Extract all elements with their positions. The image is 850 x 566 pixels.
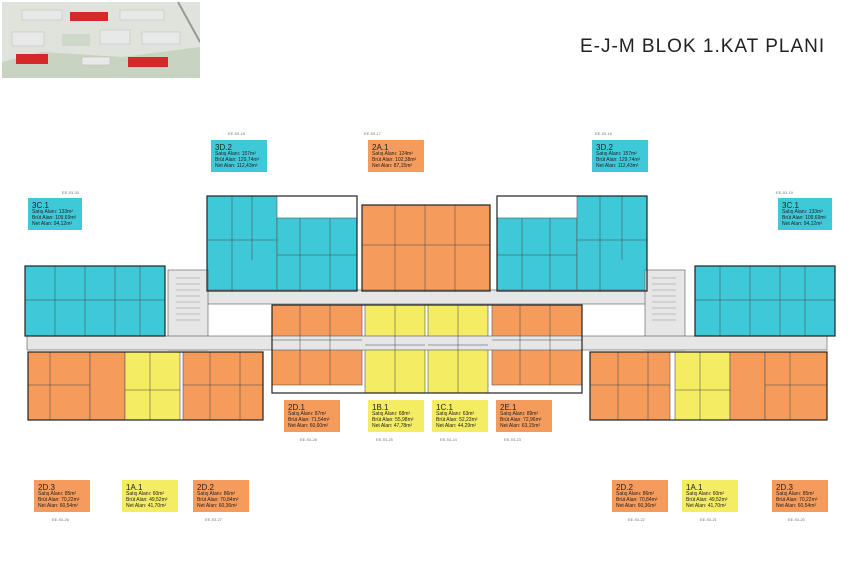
unit-label-3d2-left: 3D.2 Satış Alanı: 157m² Brüt Alan: 129,7…	[211, 140, 267, 172]
unit-sales-area: Satış Alanı: 86m²	[197, 491, 236, 498]
unit-label-2d2-right: 2D.2 Satış Alanı: 86m² Brüt Alan: 70,84m…	[612, 480, 668, 512]
unit-gross-area: Brüt Alan: 102,38m²	[372, 156, 417, 163]
unit-sales-area: Satış Alanı: 60m²	[126, 491, 165, 498]
unit-ref-tag: EE-93-26	[52, 517, 69, 522]
unit-code: 1A.1	[126, 483, 143, 492]
unit-sales-area: Satış Alanı: 63m²	[436, 411, 475, 418]
unit-net-area: Net Alan: 44,29m²	[436, 422, 477, 429]
unit-label-3d2-right: 3D.2 Satış Alanı: 157m² Brüt Alan: 129,7…	[592, 140, 648, 172]
unit-net-area: Net Alan: 112,43m²	[215, 162, 258, 169]
unit-code: 3C.1	[782, 201, 799, 210]
unit-net-area: Net Alan: 63,15m²	[500, 422, 541, 429]
unit-gross-area: Brüt Alan: 70,84m²	[197, 496, 239, 503]
unit-net-area: Net Alan: 41,70m²	[126, 502, 167, 509]
unit-ref-tag: EE-93-20	[788, 517, 805, 522]
unit-gross-area: Brüt Alan: 70,22m²	[776, 496, 818, 503]
unit-ref-tag: EE-93-27	[205, 517, 222, 522]
unit-sales-area: Satış Alanı: 89m²	[500, 411, 539, 418]
site-plan-thumbnail	[2, 2, 200, 78]
unit-sales-area: Satış Alanı: 133m²	[32, 209, 73, 216]
unit-gross-area: Brüt Alan: 55,98m²	[372, 416, 414, 423]
unit-ref-tag: EE-93-30	[62, 190, 79, 195]
unit-code: 2D.1	[288, 403, 305, 412]
unit-net-area: Net Alan: 41,70m²	[686, 502, 727, 509]
unit-net-area: Net Alan: 94,12m²	[782, 220, 823, 227]
unit-label-2e1: 2E.1 Satış Alanı: 89m² Brüt Alan: 72,96m…	[496, 400, 552, 432]
unit-code: 3C.1	[32, 201, 49, 210]
unit-gross-area: Brüt Alan: 49,52m²	[686, 496, 728, 503]
unit-label-1c1: 1C.1 Satış Alanı: 63m² Brüt Alan: 52,23m…	[432, 400, 488, 432]
unit-gross-area: Brüt Alan: 72,96m²	[500, 416, 542, 423]
unit-gross-area: Brüt Alan: 70,22m²	[38, 496, 80, 503]
unit-gross-area: Brüt Alan: 70,84m²	[616, 496, 658, 503]
unit-gross-area: Brüt Alan: 49,52m²	[126, 496, 168, 503]
unit-sales-area: Satış Alanı: 157m²	[215, 151, 256, 158]
unit-sales-area: Satış Alanı: 86m²	[616, 491, 655, 498]
unit-sales-area: Satış Alanı: 157m²	[596, 151, 637, 158]
unit-code: 1A.1	[686, 483, 703, 492]
unit-code: 2D.3	[776, 483, 793, 492]
unit-sales-area: Satış Alanı: 68m²	[372, 411, 411, 418]
unit-label-2a1: 2A.1 Satış Alanı: 124m² Brüt Alan: 102,3…	[368, 140, 424, 172]
unit-sales-area: Satış Alanı: 124m²	[372, 151, 413, 158]
unit-gross-area: Brüt Alan: 129,74m²	[596, 156, 641, 163]
unit-sales-area: Satış Alanı: 87m²	[288, 411, 327, 418]
unit-ref-tag: EE-93-24	[440, 437, 457, 442]
unit-ref-tag: EE-93-21	[700, 517, 717, 522]
unit-sales-area: Satış Alanı: 85m²	[38, 491, 77, 498]
unit-gross-area: Brüt Alan: 129,74m²	[215, 156, 260, 163]
unit-label-3c1-right: 3C.1 Satış Alanı: 133m² Brüt Alan: 109,6…	[778, 198, 832, 230]
unit-ref-tag: EE-93-25	[376, 437, 393, 442]
unit-net-area: Net Alan: 60,54m²	[776, 502, 817, 509]
unit-label-2d1: 2D.1 Satış Alanı: 87m² Brüt Alan: 71,54m…	[284, 400, 340, 432]
unit-sales-area: Satış Alanı: 85m²	[776, 491, 815, 498]
unit-code: 2E.1	[500, 403, 517, 412]
unit-label-2d3-left: 2D.3 Satış Alanı: 85m² Brüt Alan: 70,22m…	[34, 480, 90, 512]
unit-net-area: Net Alan: 112,43m²	[596, 162, 639, 169]
unit-label-1a1-left: 1A.1 Satış Alanı: 60m² Brüt Alan: 49,52m…	[122, 480, 178, 512]
unit-ref-tag: EE-93-19	[776, 190, 793, 195]
unit-ref-tag: EE-93-16	[595, 131, 612, 136]
unit-ref-tag: EE-93-23	[504, 437, 521, 442]
unit-net-area: Net Alan: 60,36m²	[616, 502, 657, 509]
unit-net-area: Net Alan: 60,54m²	[38, 502, 79, 509]
unit-sales-area: Satış Alanı: 133m²	[782, 209, 823, 216]
unit-net-area: Net Alan: 60,36m²	[197, 502, 238, 509]
unit-label-2d2-left: 2D.2 Satış Alanı: 86m² Brüt Alan: 70,84m…	[193, 480, 249, 512]
unit-code: 1B.1	[372, 403, 389, 412]
unit-gross-area: Brüt Alan: 109,69m²	[782, 214, 827, 221]
unit-label-3c1-left: 3C.1 Satış Alanı: 133m² Brüt Alan: 109,6…	[28, 198, 82, 230]
unit-code: 2D.2	[197, 483, 214, 492]
unit-code: 3D.2	[596, 143, 613, 152]
unit-code: 3D.2	[215, 143, 232, 152]
unit-ref-tag: EE-93-17	[364, 131, 381, 136]
page-title: E-J-M BLOK 1.KAT PLANI	[580, 36, 826, 57]
unit-net-area: Net Alan: 47,78m²	[372, 422, 413, 429]
unit-ref-tag: EE-93-22	[628, 517, 645, 522]
unit-sales-area: Satış Alanı: 60m²	[686, 491, 725, 498]
unit-code: 1C.1	[436, 403, 453, 412]
unit-label-1b1: 1B.1 Satış Alanı: 68m² Brüt Alan: 55,98m…	[368, 400, 424, 432]
unit-gross-area: Brüt Alan: 109,69m²	[32, 214, 77, 221]
unit-label-1a1-right: 1A.1 Satış Alanı: 60m² Brüt Alan: 49,52m…	[682, 480, 738, 512]
unit-code: 2D.3	[38, 483, 55, 492]
unit-gross-area: Brüt Alan: 52,23m²	[436, 416, 478, 423]
unit-net-area: Net Alan: 87,15m²	[372, 162, 413, 169]
unit-net-area: Net Alan: 94,12m²	[32, 220, 73, 227]
unit-label-2d3-right: 2D.3 Satış Alanı: 85m² Brüt Alan: 70,22m…	[772, 480, 828, 512]
unit-code: 2D.2	[616, 483, 633, 492]
unit-code: 2A.1	[372, 143, 389, 152]
unit-gross-area: Brüt Alan: 71,54m²	[288, 416, 330, 423]
unit-ref-tag: EE-93-28	[300, 437, 317, 442]
unit-net-area: Net Alan: 60,60m²	[288, 422, 329, 429]
unit-ref-tag: EE-93-18	[228, 131, 245, 136]
